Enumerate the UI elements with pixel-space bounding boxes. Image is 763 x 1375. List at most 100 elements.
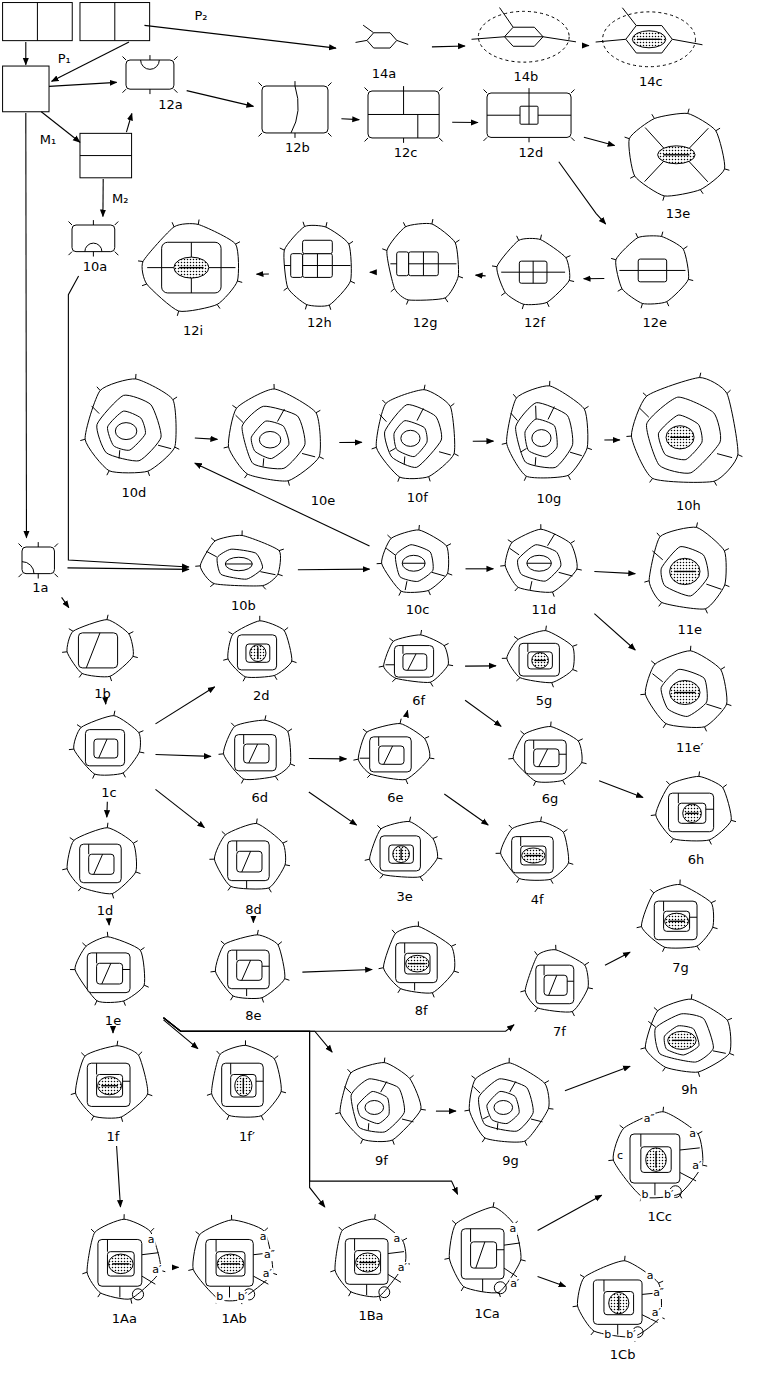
development-arrow (594, 614, 635, 650)
cell-wall (602, 12, 695, 67)
stage-label: 12d (480, 145, 582, 160)
cell-wall (613, 1112, 703, 1198)
cell-wall (70, 1093, 75, 1094)
cell-drawing (58, 610, 143, 686)
cell-wall (172, 223, 174, 228)
cell-wall (432, 836, 437, 838)
cell-wall (630, 176, 634, 178)
cell-drawing (467, 5, 581, 69)
cell-wall (525, 855, 541, 856)
stoma (392, 846, 409, 863)
stage-drawing: 1b (58, 610, 147, 701)
cell-letter: b′ (663, 1189, 674, 1201)
cell-wall (369, 821, 437, 877)
cell-wall (648, 1021, 655, 1027)
cell-wall (290, 764, 295, 766)
cell-wall (379, 746, 404, 764)
cell-wall (487, 1092, 519, 1124)
cell-wall (502, 658, 507, 659)
cell-group (626, 372, 742, 485)
stage-drawing: 11d (495, 521, 592, 617)
cell-wall (86, 632, 100, 667)
stage-drawing: 11e′ (637, 641, 742, 755)
cell-wall (414, 983, 415, 991)
cell-wall (514, 394, 517, 398)
development-arrow (117, 1146, 121, 1207)
stage-label: 10a (65, 259, 126, 274)
cell-wall (87, 953, 130, 993)
cell-wall (235, 735, 277, 771)
cell-wall (539, 748, 548, 766)
cell-group (122, 55, 177, 94)
cell-wall (228, 632, 232, 635)
cell-wall (624, 137, 629, 139)
stage-drawing: 1c (65, 706, 154, 800)
cell-wall (229, 1286, 230, 1297)
cell-wall (378, 1287, 389, 1298)
stage-drawing: 5g (498, 622, 590, 708)
cell-wall (686, 813, 699, 814)
cell-wall (580, 1275, 584, 1278)
cell-group (444, 1202, 525, 1297)
cell-drawing (75, 1209, 170, 1311)
cell-letter: a″ (263, 1249, 276, 1261)
cell-wall (705, 727, 707, 732)
cell-drawing (206, 925, 296, 1009)
cell-wall (519, 261, 547, 283)
cell-wall (410, 1075, 414, 1078)
cell-wall (525, 476, 527, 481)
stage-drawing: 10f (364, 378, 471, 505)
cell-wall (418, 525, 419, 530)
cell-wall (690, 646, 691, 651)
cell-wall (663, 1067, 666, 1071)
cell-wall (263, 459, 265, 467)
cell-wall (645, 580, 650, 581)
stage-label: 6h (645, 852, 747, 867)
stage-drawing: 6d (213, 711, 307, 805)
cell-wall (381, 1082, 387, 1093)
cell-wall (494, 1282, 506, 1294)
cell-wall (624, 1256, 625, 1261)
cell-drawing (490, 813, 580, 892)
cell-wall (87, 1063, 130, 1106)
cell-wall (483, 90, 487, 94)
stage-label: 8e (206, 1008, 300, 1023)
cell-wall (428, 477, 429, 482)
stoma (249, 645, 265, 662)
cell-wall (544, 975, 567, 995)
cell-wall (149, 90, 150, 95)
development-arrow (587, 45, 589, 46)
cell-wall (439, 452, 451, 455)
cell-letter: a′ (651, 1307, 662, 1319)
cell-wall (577, 1261, 661, 1337)
stage-label: 1Ca (439, 1306, 536, 1321)
division-label: P₁ (57, 51, 72, 66)
cell-wall (101, 963, 110, 984)
cell-wall (530, 581, 532, 590)
cell-wall (643, 393, 647, 396)
cell-wall (577, 569, 582, 570)
cell-wall (680, 880, 681, 885)
cell-wall (727, 1018, 732, 1020)
cell-wall (707, 704, 722, 709)
development-arrow (298, 569, 370, 571)
development-arrow (302, 969, 372, 972)
cell-group (82, 1214, 165, 1303)
development-arrow (407, 710, 408, 711)
cell-drawing (637, 516, 738, 623)
cell-wall (651, 815, 656, 817)
stage-drawing: 8d (206, 815, 300, 916)
cell-wall (291, 86, 298, 133)
cell-wall (149, 55, 150, 60)
cell-wall (22, 547, 54, 574)
cell-wall (618, 1296, 619, 1311)
development-arrow (436, 1111, 456, 1112)
cell-wall (585, 406, 589, 409)
cell-wall (190, 243, 191, 258)
cell-wall (555, 945, 556, 950)
stage-drawing: 6e (348, 714, 442, 805)
cell-wall (123, 773, 125, 777)
cell-wall (319, 457, 323, 459)
cell-wall (67, 828, 136, 894)
cell-wall (225, 564, 252, 565)
